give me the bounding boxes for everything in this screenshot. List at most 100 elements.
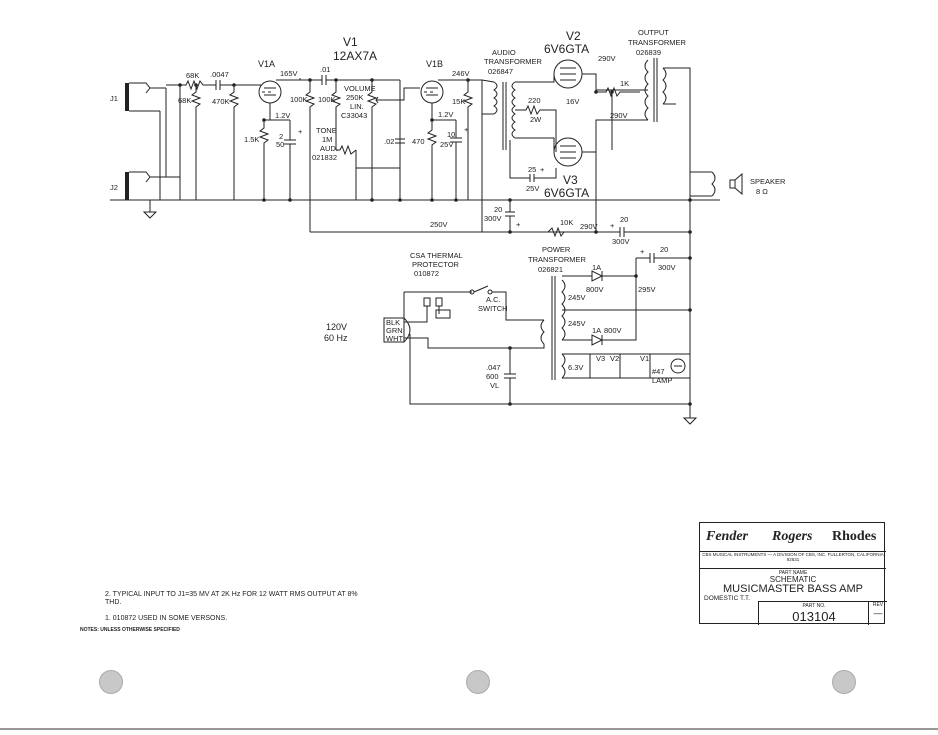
bottom-edge-line (0, 728, 938, 730)
r220-label: 220 (528, 96, 541, 105)
c600-label: 600 (486, 372, 499, 381)
c25v-b-label: 25V (526, 184, 539, 193)
mains-blk: BLK (386, 318, 400, 327)
plus-3: + (540, 165, 545, 174)
audio-tx-line2: TRANSFORMER (484, 57, 543, 66)
j1-label: J1 (110, 94, 118, 103)
c20-b-label: 20 (620, 215, 628, 224)
mains-hz: 60 Hz (324, 333, 348, 343)
vol-line2: 250K (346, 93, 364, 102)
power-tx-line1: POWER (542, 245, 571, 254)
tone-line1: TONE (316, 126, 337, 135)
note-2: 2. TYPICAL INPUT TO J1=35 MV AT 2K Hz FO… (105, 591, 358, 606)
heater-v2-label: V2 (610, 354, 619, 363)
binder-hole-right (832, 670, 856, 694)
switch-line2: SWITCH (478, 304, 508, 313)
part-number: 013104 (792, 609, 836, 624)
vol-line1: VOLUME (344, 84, 376, 93)
r470-label: 470 (412, 137, 425, 146)
part-name-2: MUSICMASTER BASS AMP (723, 583, 863, 595)
mains-wht: WHT (386, 334, 403, 343)
heater-v3-label: V3 (596, 354, 605, 363)
plus-2: + (464, 125, 469, 134)
r15k-label: 15K (452, 97, 465, 106)
lamp-b-label: LAMP (652, 376, 672, 385)
c047-label: .047 (486, 363, 501, 372)
r1k-label: 1K (620, 79, 629, 88)
d1a-a-label: 1A (592, 263, 601, 272)
power-transformer (540, 276, 566, 380)
part-name-1: SCHEMATIC (769, 575, 817, 584)
output-tx-line2: TRANSFORMER (628, 38, 687, 47)
vol-part: C33043 (341, 111, 367, 120)
v250-label: 250V (430, 220, 448, 229)
rev-box: REV — (868, 601, 887, 625)
r470k-label: 470K (212, 97, 230, 106)
power-tx-line2: TRANSFORMER (528, 255, 587, 264)
c20-c-label: 20 (660, 245, 668, 254)
c02-label: .02 (384, 137, 394, 146)
rev-header: REV (872, 602, 884, 608)
r100k-b-label: 100K (318, 95, 336, 104)
lamp-icon (670, 358, 686, 374)
v2-tube: 6V6GTA (544, 42, 589, 56)
plus-1: + (298, 127, 303, 136)
r100k-a-label: 100K (290, 95, 308, 104)
v1-tube-label: 12AX7A (333, 49, 377, 63)
v245-a-label: 245V (568, 293, 586, 302)
input-jack-j2 (125, 171, 180, 201)
v1b-label: V1B (426, 59, 443, 69)
thermal-part: 010872 (414, 269, 439, 278)
output-transformer (644, 58, 667, 122)
note-1: 1. 010872 USED IN SOME VERSONS. (105, 615, 228, 622)
d1a-b-label: 1A (592, 326, 601, 335)
v246-label: 246V (452, 69, 470, 78)
j2-label: J2 (110, 183, 118, 192)
heater-v1-label: V1 (640, 354, 649, 363)
audio-transformer (493, 81, 516, 150)
plus-6: + (640, 247, 645, 256)
lamp-a-label: #47 (652, 367, 665, 376)
binder-hole-left (99, 670, 123, 694)
speaker-ohms: 8 Ω (756, 187, 768, 196)
ac-switch (469, 285, 493, 295)
switch-line1: A.C. (486, 295, 501, 304)
logo-rhodes: Rhodes (832, 529, 877, 544)
output-tx-line1: OUTPUT (638, 28, 669, 37)
tone-line3: AUD. (320, 144, 338, 153)
c300v-c-label: 300V (658, 263, 676, 272)
speaker-label: SPEAKER (750, 177, 786, 186)
r68k-b-label: 68K (178, 96, 191, 105)
notes-header: NOTES: UNLESS OTHERWISE SPECIFIED (80, 627, 180, 633)
c0047-label: .0047 (210, 70, 229, 79)
c10-label: 10 (447, 130, 455, 139)
part-number-box: PART NO. 013104 (758, 601, 869, 625)
c300v-a-label: 300V (484, 214, 502, 223)
v1b-12v-label: 1.2V (438, 110, 453, 119)
v3-tube (553, 137, 583, 167)
thermal-line2: PROTECTOR (412, 260, 460, 269)
title-block: Fender Rogers Rhodes CBS MUSICAL INSTRUM… (699, 522, 887, 625)
c01-label: .01 (320, 65, 330, 74)
c20-a-label: 20 (494, 205, 502, 214)
v290-b-label: 290V (610, 111, 628, 120)
brand-logos: Fender Rogers Rhodes (700, 523, 886, 552)
power-tx-part: 026821 (538, 265, 563, 274)
v295-label: 295V (638, 285, 656, 294)
part-no-header: PART NO. (802, 603, 826, 609)
d800v-b-label: 800V (604, 326, 622, 335)
thermal-line1: CSA THERMAL (410, 251, 463, 260)
v1-title: V1 (343, 35, 358, 49)
v165-label: 165V (280, 69, 298, 78)
tone-part: 021832 (312, 153, 337, 162)
logo-rogers: Rogers (772, 529, 813, 544)
v1b-tube (420, 80, 444, 104)
mains-volts: 120V (326, 322, 347, 332)
c25v-label: 25V (440, 140, 453, 149)
v290-c-label: 290V (580, 222, 598, 231)
v1a-label: V1A (258, 59, 275, 69)
output-tx-part: 026839 (636, 48, 661, 57)
cvl-label: VL (490, 381, 499, 390)
